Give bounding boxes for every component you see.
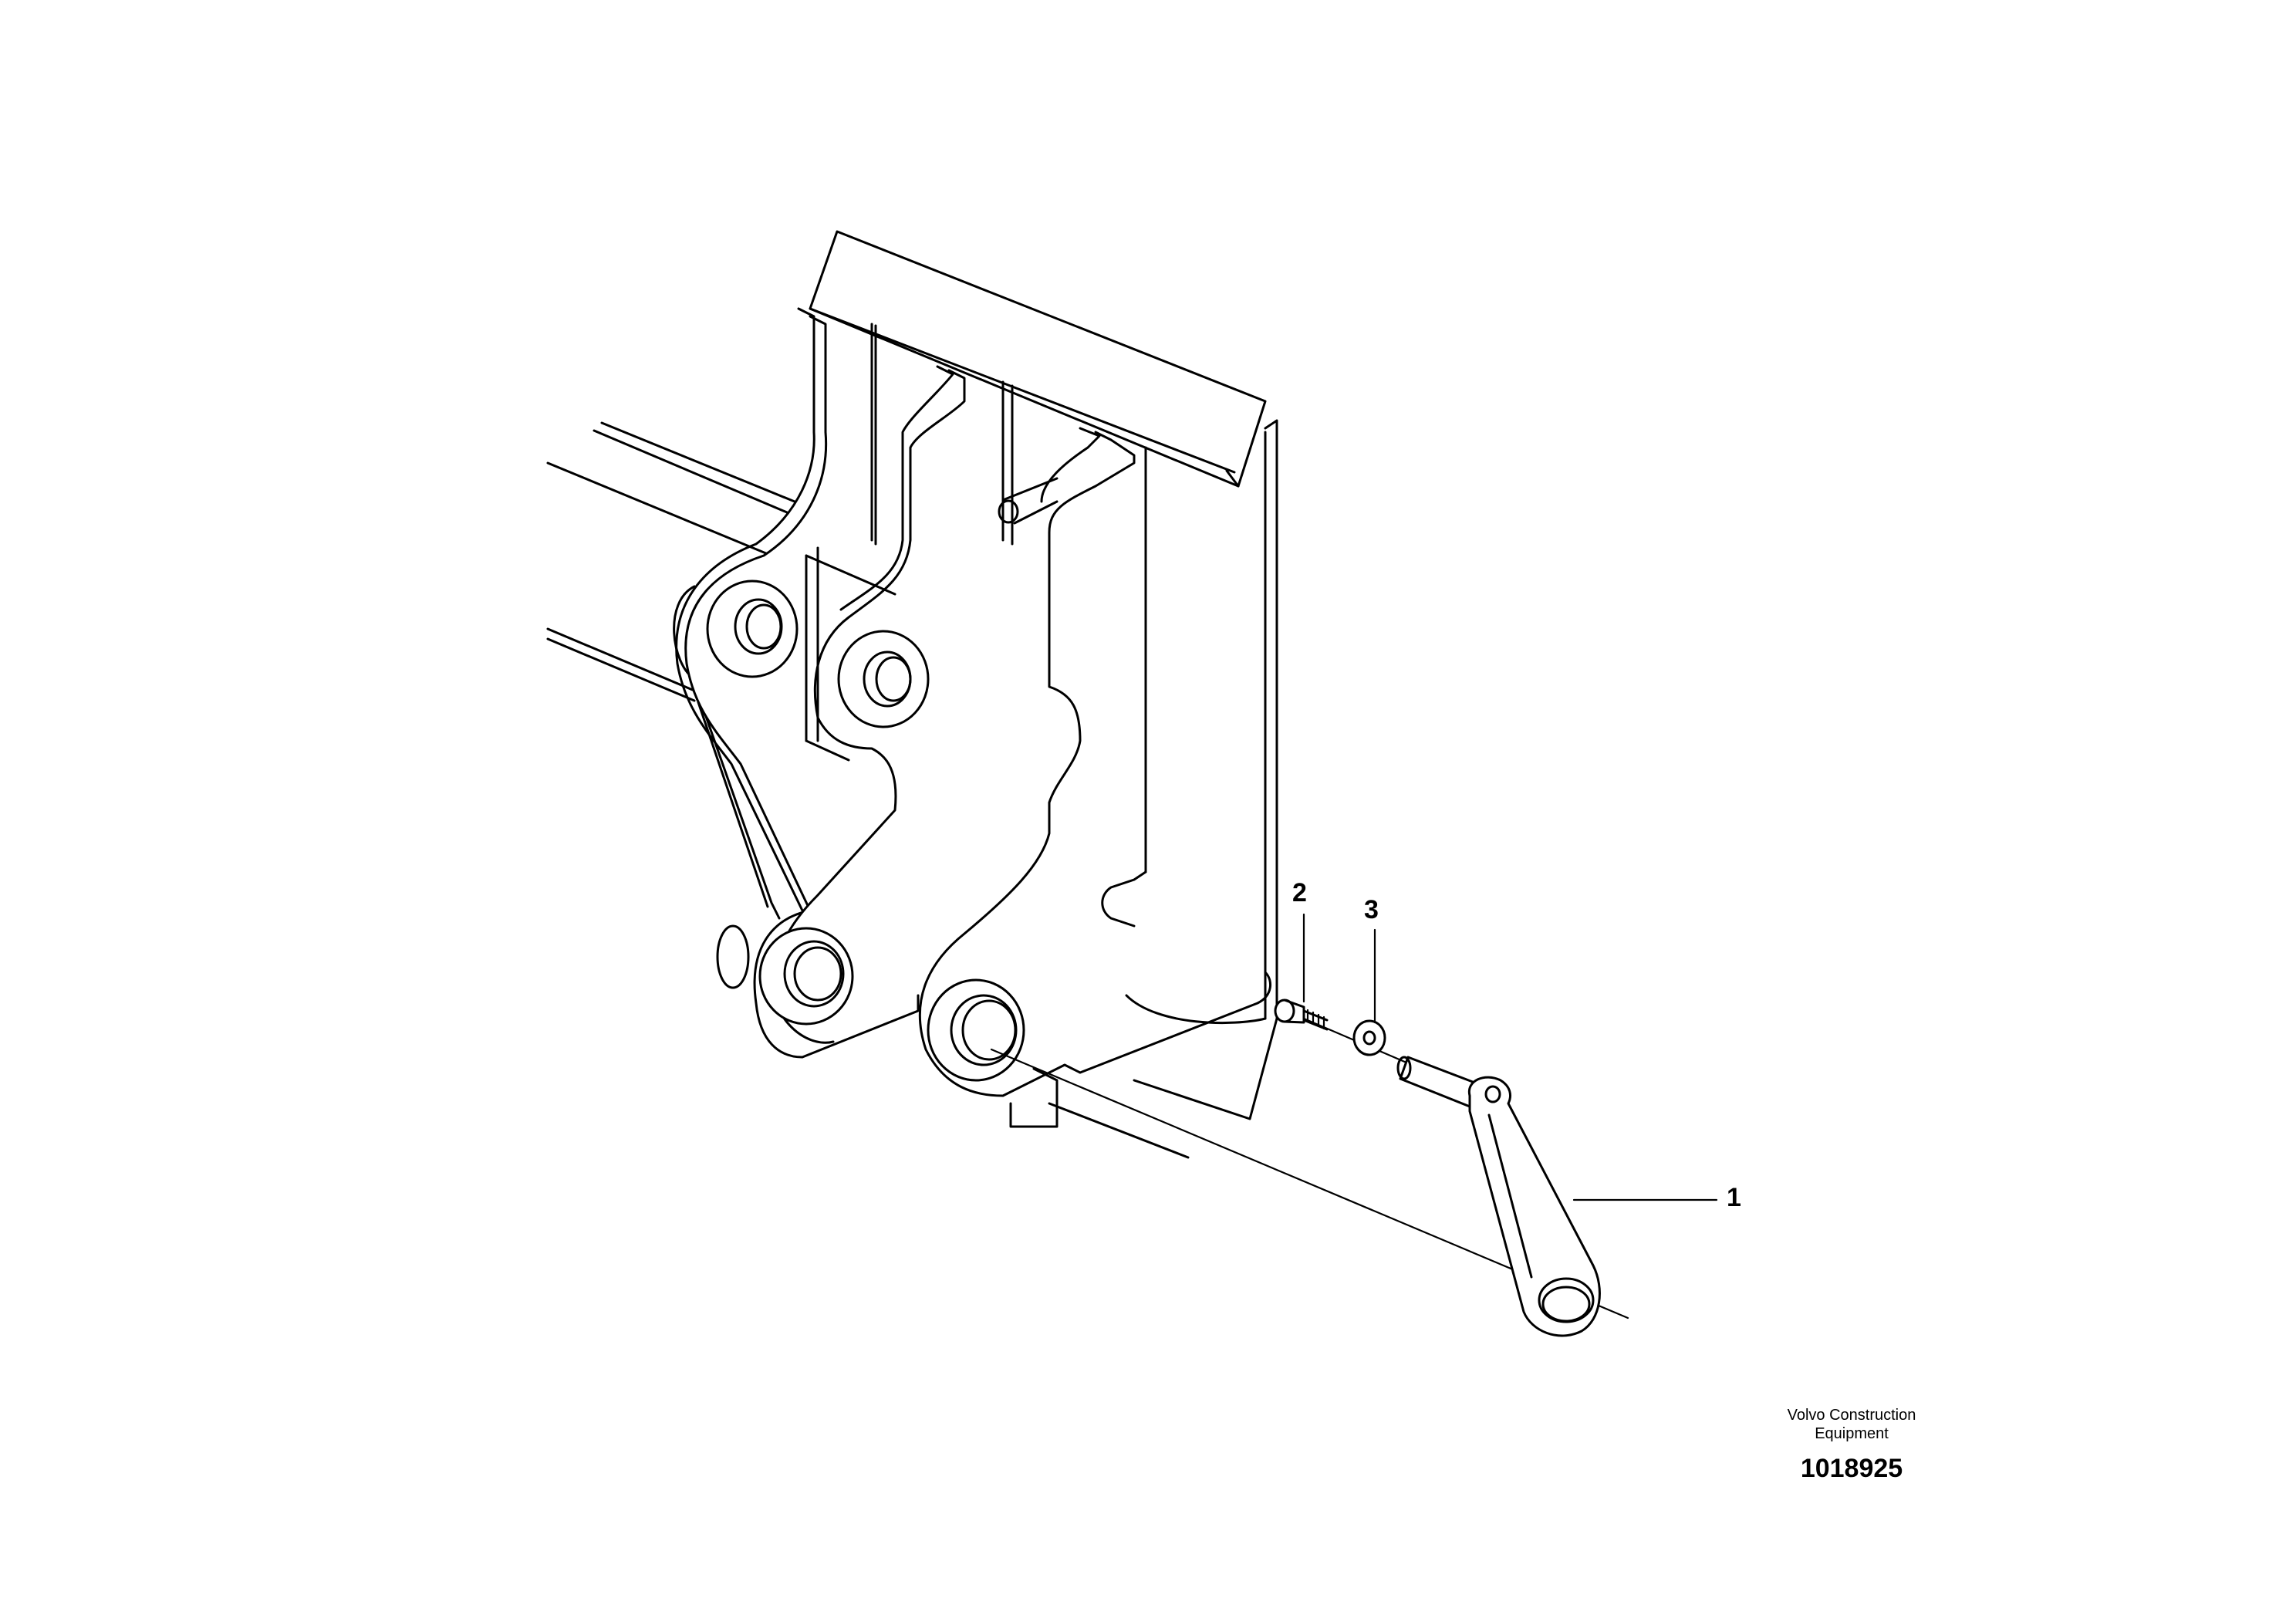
callout-leaders	[1302, 913, 1718, 1201]
drawing-caption: Volvo Construction Equipment 1018925	[1728, 1406, 1975, 1484]
top-cap-plate	[809, 230, 1267, 488]
callout-label-1: 1	[1727, 1183, 1741, 1212]
manufacturer-line-1: Volvo Construction	[1787, 1407, 1916, 1424]
bolt-part-2	[1274, 999, 1329, 1031]
top-pin	[998, 477, 1059, 525]
lever-part-1	[1396, 1056, 1601, 1337]
callout-label-2: 2	[1292, 878, 1307, 907]
manufacturer-line-2: Equipment	[1815, 1425, 1889, 1442]
upper-bores	[706, 580, 930, 728]
boom-arm	[546, 421, 796, 920]
washer-part-3	[1352, 1019, 1386, 1056]
drawing-number: 1018925	[1800, 1454, 1903, 1483]
lower-bores	[716, 924, 1059, 1128]
callout-label-3: 3	[1364, 895, 1379, 924]
